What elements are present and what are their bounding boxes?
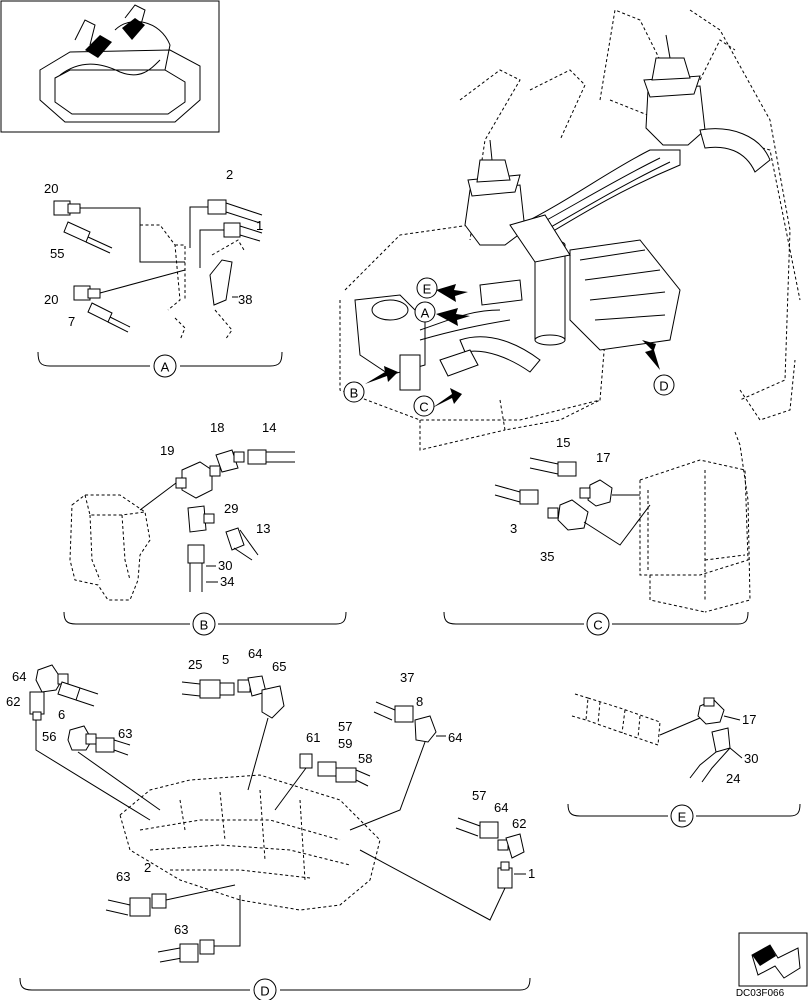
view-d-item-19: 62 (512, 816, 526, 831)
view-d-item-8: 37 (400, 670, 414, 685)
bracket-38 (209, 259, 233, 306)
fitting-56 (95, 737, 131, 756)
view-d-item-3: 6 (58, 707, 65, 722)
view-d-item-21: 63 (116, 869, 130, 884)
view-c-item-4: 35 (540, 549, 554, 564)
reference-code: DC03F066 (736, 988, 785, 999)
view-e-item-3: 24 (726, 771, 740, 786)
fitting-29 (187, 505, 215, 533)
view-a-item-2: 55 (50, 246, 64, 261)
view-c: C 15 17 3 35 (443, 431, 751, 636)
fitting-19 (175, 461, 221, 499)
fitting-7 (87, 302, 131, 333)
fitting-6 (57, 681, 99, 707)
view-a: A 20 55 2 1 20 7 38 (37, 167, 283, 378)
fitting-17-view-c (579, 479, 613, 507)
main-callout-5: D (659, 379, 668, 394)
view-d-item-20: 1 (528, 866, 535, 881)
view-b-letter: B (200, 618, 209, 633)
hose-2-fitting-63 (157, 939, 215, 963)
view-c-item-2: 17 (596, 450, 610, 465)
hose-37-fitting-8 (373, 701, 414, 723)
hose-3 (494, 484, 539, 505)
fitting-64-d-right-top (414, 715, 437, 743)
view-d-item-11: 56 (42, 729, 56, 744)
fitting-30-hose-24 (689, 727, 731, 783)
fitting-58-57 (455, 817, 499, 839)
view-b-item-7: 34 (220, 574, 234, 589)
view-b: B 18 14 19 29 13 30 34 (63, 420, 347, 636)
view-a-item-6: 7 (68, 314, 75, 329)
main-callout-1: E (423, 282, 432, 297)
orientation-arrow-icon (738, 932, 808, 987)
view-d-item-4: 25 (188, 657, 202, 672)
main-assembly: E A B C D (339, 9, 801, 451)
view-d-item-15: 59 (338, 736, 352, 751)
view-d-item-23: 63 (174, 922, 188, 937)
fitting-17-view-e (697, 697, 725, 725)
hose-1-fitting-63 (105, 893, 167, 917)
main-callout-3: B (350, 386, 359, 401)
fitting-64-d-mid-left (67, 725, 97, 751)
view-d-item-13: 61 (306, 730, 320, 745)
view-d-item-18: 64 (494, 800, 508, 815)
fitting-20-top (53, 200, 81, 216)
view-b-item-5: 13 (256, 521, 270, 536)
main-callout-2: A (421, 306, 430, 321)
view-b-item-1: 18 (210, 420, 224, 435)
view-a-item-4: 1 (256, 218, 263, 233)
fitting-57-59 (317, 761, 371, 787)
hose-25-fitting-5 (181, 679, 235, 699)
view-b-item-6: 30 (218, 558, 232, 573)
fitting-13 (225, 527, 259, 561)
fitting-20-bottom (73, 285, 101, 301)
view-b-item-2: 14 (262, 420, 276, 435)
view-c-item-1: 15 (556, 435, 570, 450)
view-d-item-17: 57 (472, 788, 486, 803)
view-d-item-6: 64 (248, 646, 262, 661)
fitting-64-d-top-left (35, 664, 69, 693)
view-e-item-2: 30 (744, 751, 758, 766)
view-d-item-10: 64 (448, 730, 462, 745)
view-a-item-7: 38 (238, 292, 252, 307)
view-a-item-1: 20 (44, 181, 58, 196)
view-d: D 64 62 6 25 5 64 65 37 8 64 56 63 61 57… (6, 646, 535, 1002)
view-b-item-3: 19 (160, 443, 174, 458)
view-e: E 17 30 24 (567, 693, 801, 828)
view-c-item-3: 3 (510, 521, 517, 536)
view-d-item-16: 58 (358, 751, 372, 766)
view-a-item-5: 20 (44, 292, 58, 307)
view-e-letter: E (678, 810, 687, 825)
view-d-item-12: 63 (118, 726, 132, 741)
fitting-63-d-mid (299, 753, 313, 769)
view-a-item-3: 2 (226, 167, 233, 182)
view-d-item-9: 8 (416, 694, 423, 709)
view-d-item-7: 65 (272, 659, 286, 674)
hose-14 (247, 449, 295, 465)
main-callout-4: C (419, 400, 428, 415)
fitting-55 (63, 221, 113, 254)
fitting-62-d-right (497, 861, 513, 889)
view-d-item-2: 62 (6, 694, 20, 709)
view-d-item-1: 64 (12, 669, 26, 684)
fitting-35 (547, 499, 589, 531)
fitting-65 (261, 685, 285, 719)
view-c-letter: C (593, 618, 602, 633)
fitting-62-d-left (29, 691, 45, 721)
fitting-2-view-a (207, 199, 263, 224)
view-b-item-4: 29 (224, 501, 238, 516)
view-a-letter: A (161, 360, 170, 375)
view-d-letter: D (260, 984, 269, 999)
fitting-64-d-right (497, 833, 525, 859)
fitting-30-hose-34 (187, 544, 205, 592)
inset-overview (0, 0, 220, 133)
fitting-18 (215, 449, 245, 473)
view-d-item-5: 5 (222, 652, 229, 667)
view-d-item-22: 2 (144, 860, 151, 875)
view-d-item-14: 57 (338, 719, 352, 734)
view-e-item-1: 17 (742, 712, 756, 727)
hose-15 (529, 457, 577, 477)
